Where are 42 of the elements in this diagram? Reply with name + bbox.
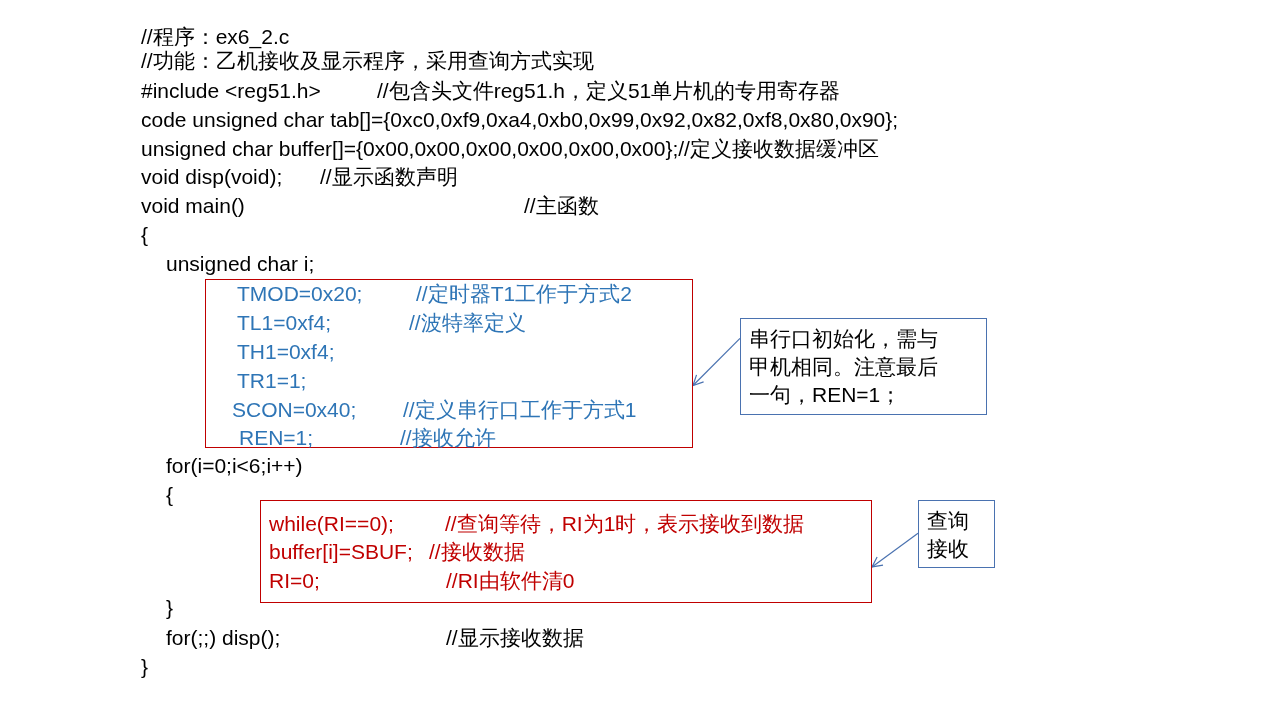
code-line: TL1=0xf4;: [237, 310, 331, 336]
code-line: #include <reg51.h>: [141, 78, 321, 104]
code-line: TMOD=0x20;: [237, 281, 363, 307]
code-comment: //显示函数声明: [320, 164, 458, 190]
code-comment: TR1=1;: [237, 368, 307, 394]
code-line: while(RI==0);: [269, 511, 394, 537]
code-line: unsigned char i;: [166, 251, 315, 277]
code-comment: //包含头文件reg51.h，定义51单片机的专用寄存器: [377, 78, 841, 104]
code-comment: //接收数据: [429, 539, 525, 565]
callout-text: 查询接收: [927, 508, 970, 562]
code-line: for(;;) disp();: [166, 625, 281, 651]
code-comment: //定时器T1工作于方式2: [416, 281, 632, 307]
code-comment: //显示接收数据: [446, 625, 584, 651]
code-line: void main(): [141, 193, 245, 219]
highlight-frame: [205, 279, 693, 448]
code-comment: //波特率定义: [409, 310, 526, 336]
code-line: buffer[i]=SBUF;: [269, 539, 413, 565]
code-comment: //接收允许: [400, 425, 496, 451]
callout-box: [740, 318, 987, 415]
code-line: }: [141, 654, 148, 680]
code-line: }: [166, 595, 173, 621]
code-line: RI=0;: [269, 568, 320, 594]
code-line: SCON=0x40;: [232, 397, 357, 423]
code-line: unsigned char buffer[]={0x00,0x00,0x00,0x00,0x00,0x00};//定义接收数据缓冲区: [141, 136, 879, 162]
code-line: for(i=0;i<6;i++): [166, 453, 303, 479]
code-line: {: [141, 222, 148, 248]
code-comment: //RI由软件清0: [446, 568, 575, 594]
callout-text: 串行口初始化，需与甲机相同。注意最后一句，REN=1；: [749, 326, 939, 408]
code-line: REN=1;: [239, 425, 314, 451]
code-line: TH1=0xf4;: [237, 339, 335, 365]
leader-line: [692, 337, 741, 387]
code-comment: //功能：乙机接收及显示程序，采用查询方式实现: [141, 49, 594, 74]
code-line: {: [166, 482, 173, 508]
leader-line: [871, 532, 919, 568]
callout-box: [918, 500, 995, 568]
code-comment: //查询等待，RI为1时，表示接收到数据: [445, 511, 805, 537]
code-line: void disp(void);: [141, 164, 283, 190]
highlight-frame: [260, 500, 872, 603]
code-comment: //主函数: [524, 193, 599, 219]
code-line: code unsigned char tab[]={0xc0,0xf9,0xa4,0xb0,0x99,0x92,0x82,0xf8,0x80,0x90};: [141, 107, 899, 133]
code-comment: //定义串行口工作于方式1: [403, 397, 637, 423]
code-comment: //程序：ex6_2.c: [141, 24, 290, 50]
